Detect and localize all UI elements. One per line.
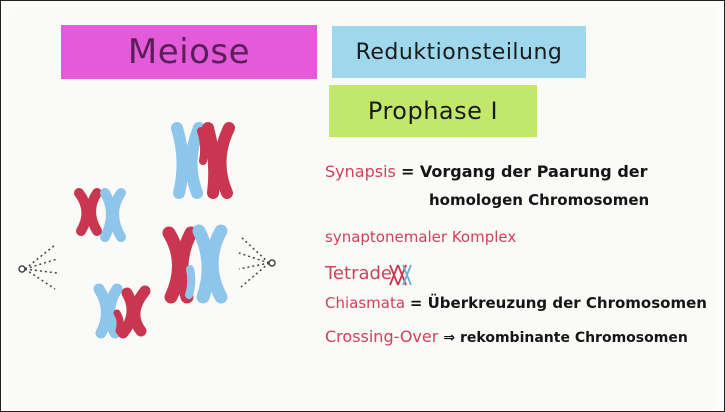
- note-crossing-over: Crossing-Over ⇒ rekombinante Chromosomen: [325, 327, 688, 346]
- term-tetrade: Tetrade: [325, 263, 392, 284]
- spindle-pole-left-icon: [19, 245, 57, 289]
- term-synaptonemal-complex: synaptonemaler Komplex: [325, 228, 516, 246]
- chromosome-pair-bottom: [99, 289, 145, 333]
- chromosome-pair-middle: [169, 231, 221, 297]
- def-crossing-over: ⇒ rekombinante Chromosomen: [443, 330, 687, 346]
- note-synapsis: Synapsis = Vorgang der Paarung der: [325, 162, 648, 181]
- note-chiasmata: Chiasmata = Überkreuzung der Chromosomen: [325, 294, 707, 312]
- def-chiasmata: = Überkreuzung der Chromosomen: [410, 294, 707, 312]
- def-synapsis-line1: = Vorgang der Paarung der: [401, 162, 648, 181]
- term-chiasmata: Chiasmata: [325, 294, 405, 312]
- def-synapsis-line2: homologen Chromosomen: [429, 191, 649, 209]
- term-synapsis: Synapsis: [325, 162, 396, 181]
- term-crossing-over: Crossing-Over: [325, 327, 438, 346]
- chromosome-pair-left: [79, 193, 121, 237]
- spindle-pole-right-icon: [239, 237, 275, 287]
- chromosome-pair-top: [177, 128, 229, 193]
- tetrade-symbol-icon: [390, 265, 411, 285]
